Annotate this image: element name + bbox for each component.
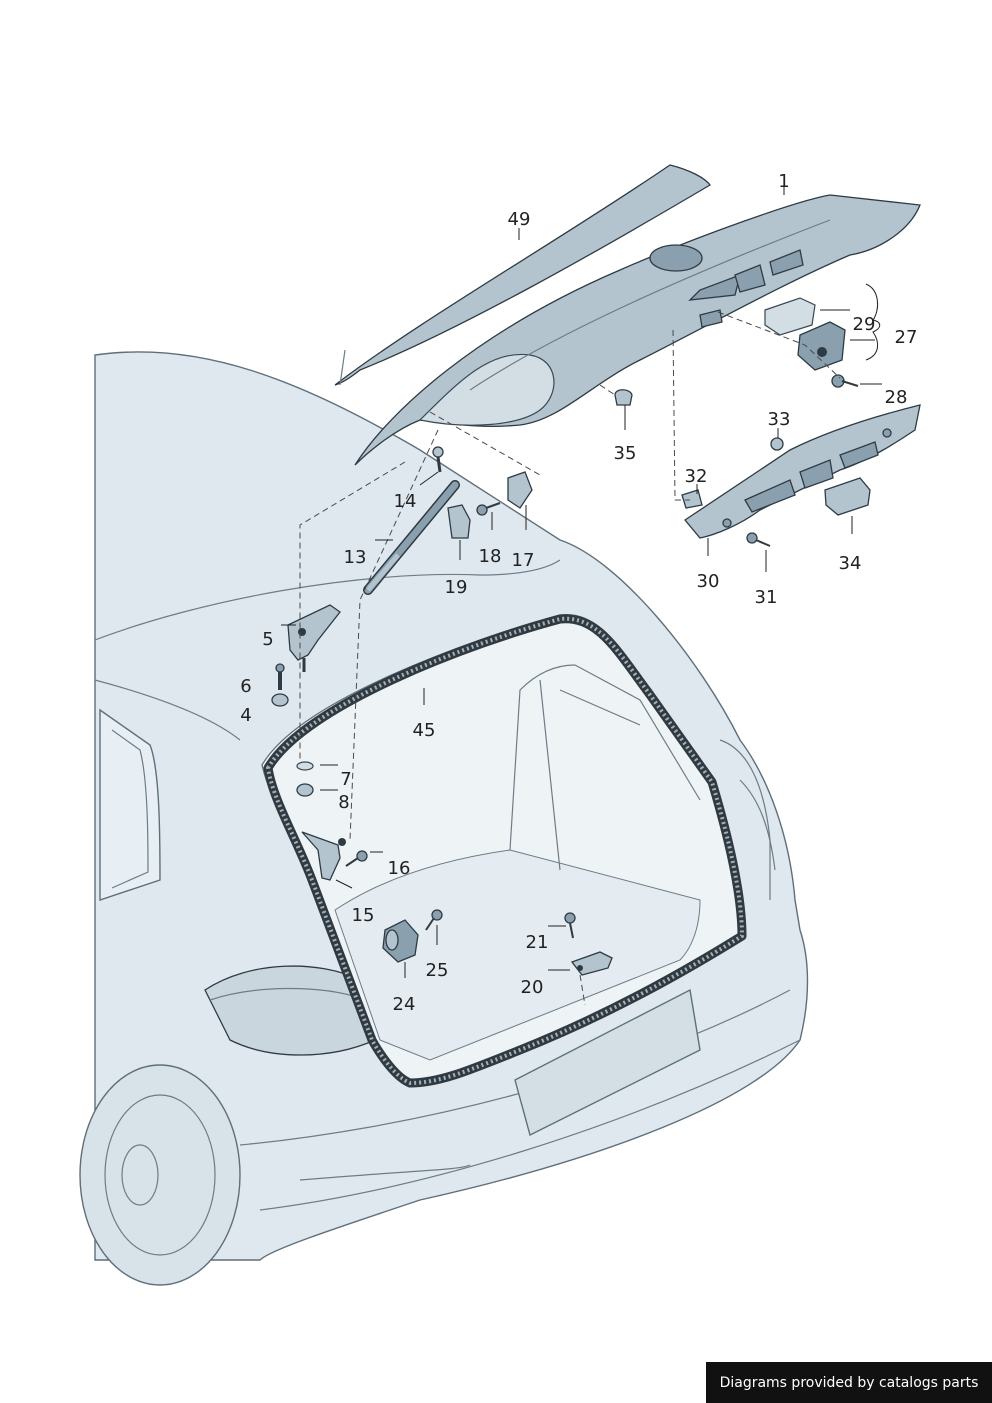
lock-24 (382, 919, 419, 963)
callout-18: 18 (479, 546, 502, 567)
callout-17: 17 (512, 550, 535, 571)
tailgate-1 (354, 194, 921, 466)
trunk-opening (261, 614, 746, 1086)
callout-14: 14 (394, 491, 417, 512)
watermark-banner: Diagrams provided by catalogs parts (706, 1362, 992, 1403)
lock-29 (764, 297, 816, 336)
callout-30: 30 (697, 571, 720, 592)
leader-lines (281, 175, 882, 978)
screw-25 (425, 909, 443, 931)
nut-4 (271, 693, 289, 707)
nut-33 (770, 437, 784, 451)
spoiler-49 (334, 164, 711, 386)
callout-31: 31 (755, 587, 778, 608)
striker-20 (570, 951, 613, 976)
cap-19 (447, 504, 471, 539)
bracket-15 (301, 831, 346, 881)
callout-34: 34 (839, 553, 862, 574)
screw-31 (746, 532, 771, 547)
callout-35: 35 (614, 443, 637, 464)
callout-25: 25 (426, 960, 449, 981)
callout-4: 4 (240, 705, 251, 726)
callout-29: 29 (853, 314, 876, 335)
callout-27: 27 (895, 327, 918, 348)
callout-33: 33 (768, 409, 791, 430)
switch-34 (824, 477, 871, 516)
callout-20: 20 (521, 977, 544, 998)
callout-28: 28 (885, 387, 908, 408)
callout-8: 8 (338, 792, 349, 813)
washer-7 (296, 761, 314, 771)
screw-18 (476, 502, 501, 516)
callout-1: 1 (778, 171, 789, 192)
ball-stud-14 (432, 446, 444, 473)
callout-24: 24 (393, 994, 416, 1015)
callout-16: 16 (388, 858, 411, 879)
callout-32: 32 (685, 466, 708, 487)
gas-strut-13 (363, 480, 460, 595)
callout-19: 19 (445, 577, 468, 598)
callout-15: 15 (352, 905, 375, 926)
callout-49: 49 (508, 209, 531, 230)
callout-5: 5 (262, 629, 273, 650)
assembly-lines (299, 311, 841, 1006)
trim-panel-30 (684, 404, 921, 539)
screw-16 (345, 850, 368, 867)
callout-13: 13 (344, 547, 367, 568)
callout-6: 6 (240, 676, 251, 697)
clip-32 (681, 489, 703, 509)
bolt-6 (275, 663, 285, 690)
callouts: 1 49 29 27 28 35 33 32 34 30 31 14 13 18… (240, 171, 917, 1015)
clip-35 (614, 389, 633, 406)
lock-27 (797, 321, 846, 371)
bolt-28 (831, 374, 859, 388)
callout-7: 7 (340, 769, 351, 790)
screw-21 (564, 912, 576, 939)
callout-45: 45 (413, 720, 436, 741)
callout-21: 21 (526, 932, 549, 953)
nut-8 (296, 783, 314, 797)
buffer-17 (507, 471, 533, 509)
